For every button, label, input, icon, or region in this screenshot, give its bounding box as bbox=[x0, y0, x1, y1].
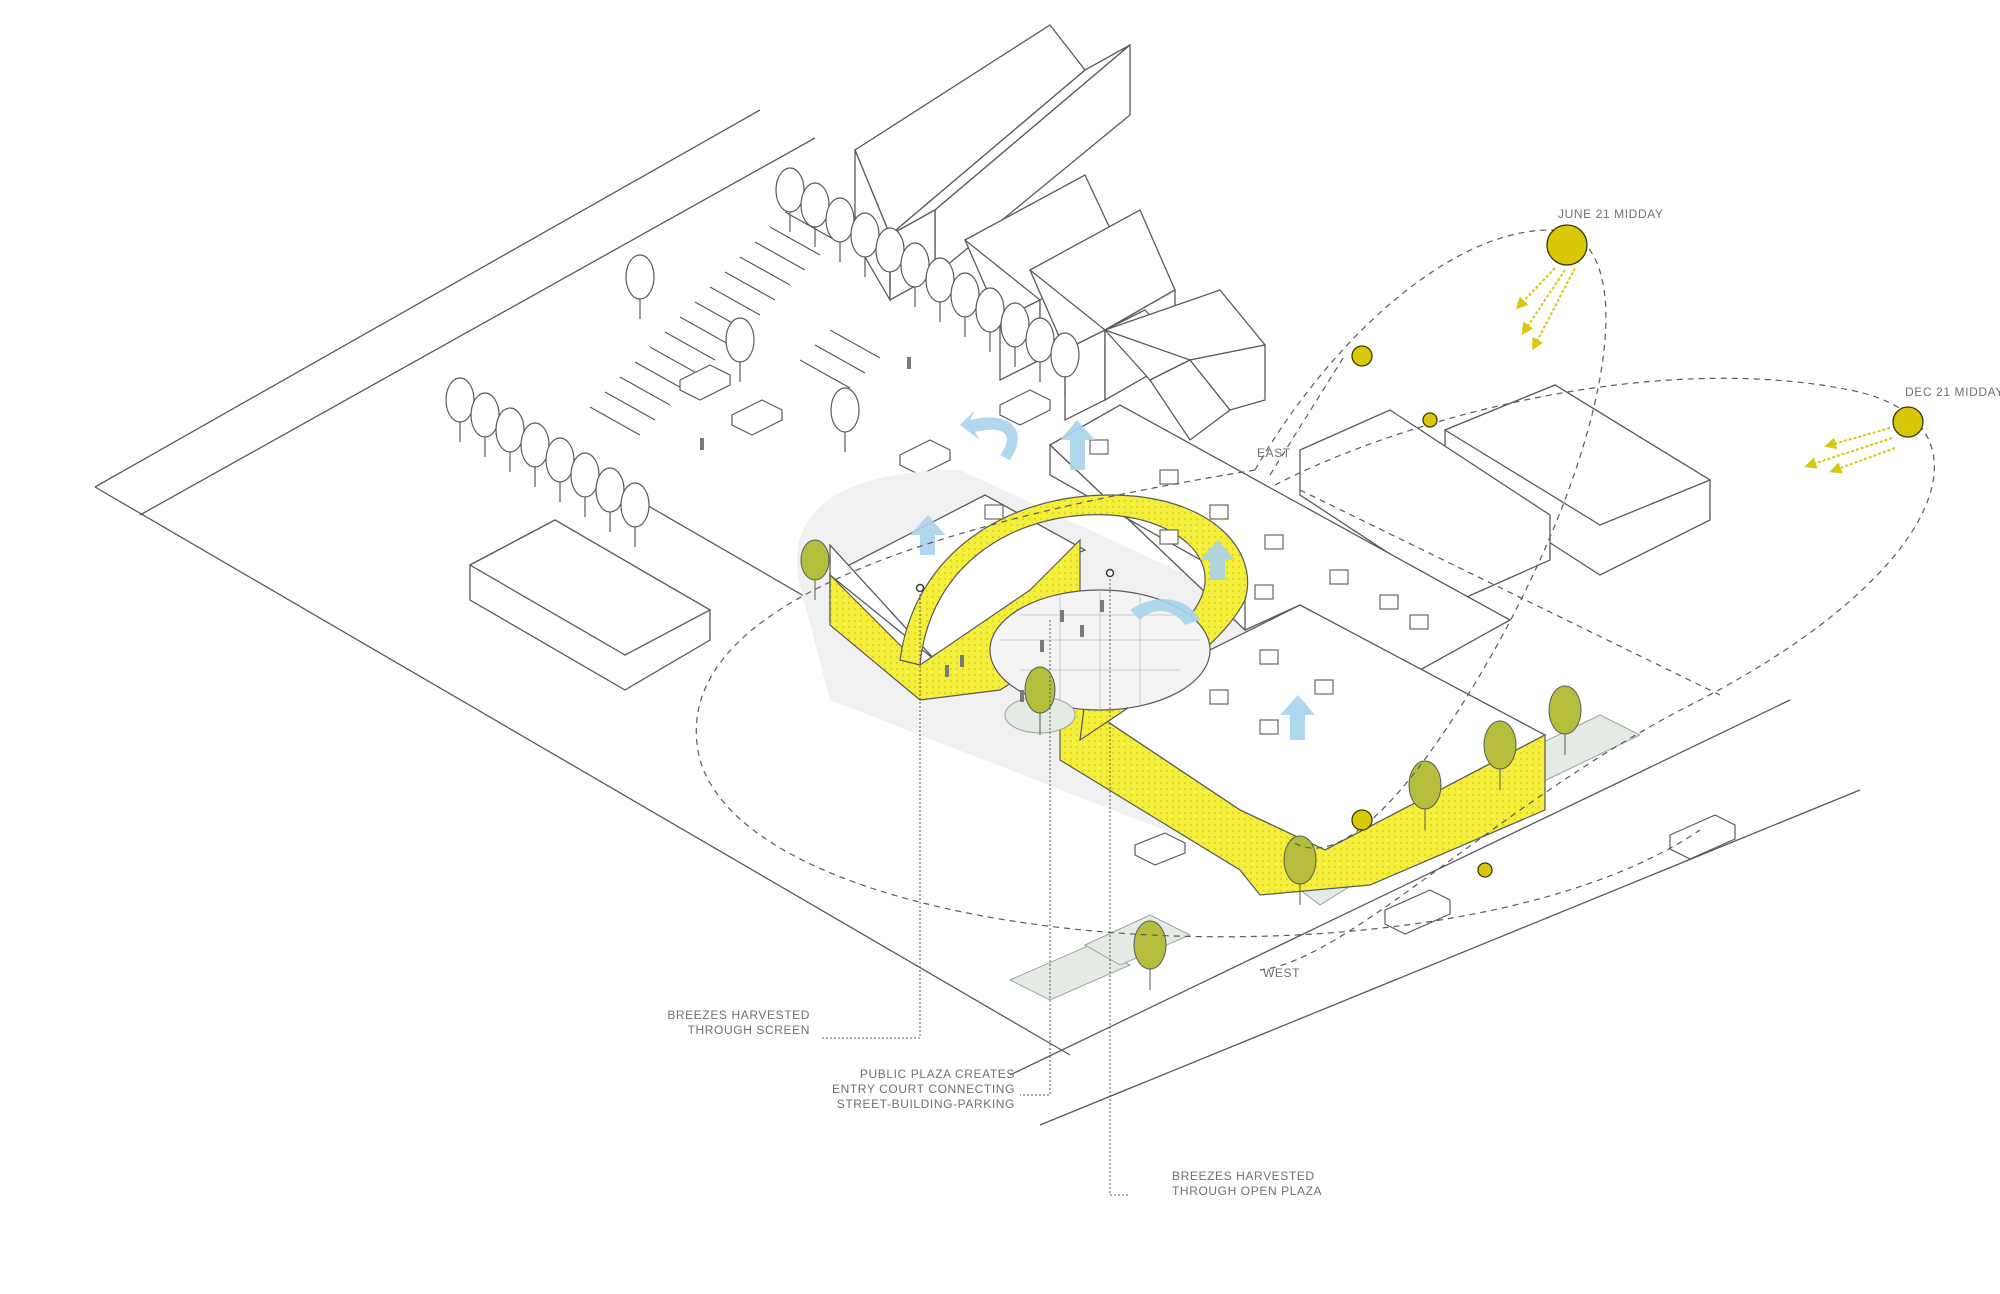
houses bbox=[468, 24, 1712, 691]
sun-dec-icon bbox=[1892, 406, 1924, 438]
callout-open-plaza-line-2: THROUGH OPEN PLAZA bbox=[1172, 1184, 1323, 1198]
callout-screen-line-1: BREEZES HARVESTED bbox=[667, 1008, 810, 1022]
callout-plaza: PUBLIC PLAZA CREATES ENTRY COURT CONNECT… bbox=[810, 1067, 1015, 1112]
screen-wall-south bbox=[1059, 699, 1546, 896]
callout-plaza-line-3: STREET-BUILDING-PARKING bbox=[836, 1097, 1015, 1111]
callout-plaza-line-1: PUBLIC PLAZA CREATES bbox=[859, 1067, 1015, 1081]
sun-label-june: JUNE 21 MIDDAY bbox=[1558, 207, 1664, 221]
callout-plaza-line-2: ENTRY COURT CONNECTING bbox=[832, 1082, 1015, 1096]
sun-markers bbox=[1351, 224, 1924, 878]
direction-label-west: WEST bbox=[1263, 966, 1301, 980]
callout-screen: BREEZES HARVESTED THROUGH SCREEN bbox=[660, 1008, 810, 1038]
sun-june-icon bbox=[1546, 224, 1588, 266]
parking-trees bbox=[445, 167, 1080, 547]
callout-dots bbox=[915, 568, 1115, 593]
callout-open-plaza-line-1: BREEZES HARVESTED bbox=[1172, 1169, 1315, 1183]
sun-label-dec: DEC 21 MIDDAY bbox=[1905, 385, 2000, 399]
rooftop-units bbox=[984, 439, 1429, 735]
breeze-arrows bbox=[910, 410, 1315, 740]
callout-screen-line-2: THROUGH SCREEN bbox=[687, 1023, 810, 1037]
direction-label-east: EAST bbox=[1257, 446, 1291, 460]
callout-open-plaza: BREEZES HARVESTED THROUGH OPEN PLAZA bbox=[1172, 1169, 1322, 1199]
callout-leaders bbox=[820, 575, 1130, 1196]
sun-paths bbox=[695, 229, 1935, 971]
sun-rays bbox=[1515, 267, 1896, 474]
people bbox=[700, 357, 1104, 702]
green-trees bbox=[800, 539, 1582, 990]
